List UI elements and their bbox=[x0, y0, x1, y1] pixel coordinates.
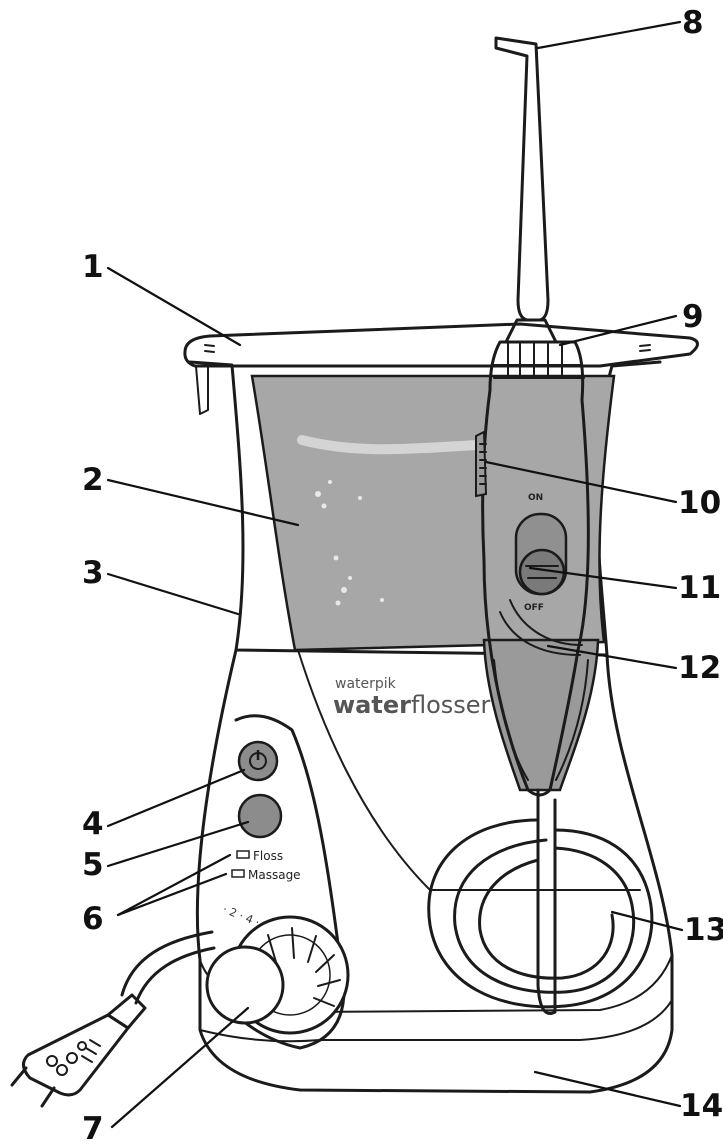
callout-labels: 1 2 3 4 5 6 7 8 9 10 11 12 13 14 bbox=[82, 5, 723, 1145]
on-label: ON bbox=[528, 493, 543, 503]
callout-1: 1 bbox=[82, 249, 104, 285]
callout-3: 3 bbox=[82, 555, 104, 591]
callout-14: 14 bbox=[680, 1088, 723, 1124]
brand-small-text: waterpik bbox=[335, 676, 397, 692]
pressure-dial[interactable]: · 2 · 4 · 6 · 8 · 10 bbox=[205, 903, 350, 1035]
flosser-handle: ON OFF bbox=[475, 340, 590, 797]
brand-large-text: waterflosser bbox=[333, 691, 491, 719]
reservoir-water bbox=[250, 374, 616, 652]
reservoir-lid bbox=[183, 322, 699, 415]
floss-mode-icon bbox=[236, 850, 250, 859]
callout-9: 9 bbox=[682, 299, 704, 335]
callout-6: 6 bbox=[82, 901, 104, 937]
base-unit: waterpik waterflosser bbox=[195, 638, 674, 1094]
brand-large-bold: water bbox=[333, 691, 411, 719]
callout-8: 8 bbox=[682, 5, 704, 41]
leader-lines bbox=[106, 20, 684, 1129]
massage-mode-icon bbox=[231, 869, 245, 878]
coiled-hose bbox=[427, 788, 654, 1015]
mode-selector[interactable]: Floss Massage bbox=[231, 849, 301, 882]
callout-10: 10 bbox=[678, 485, 721, 521]
power-button[interactable] bbox=[237, 740, 279, 782]
handle-holder bbox=[482, 638, 600, 792]
massage-mode-label: Massage bbox=[248, 868, 301, 882]
callout-4: 4 bbox=[82, 806, 104, 842]
callout-5: 5 bbox=[82, 847, 104, 883]
callout-2: 2 bbox=[82, 462, 104, 498]
callout-7: 7 bbox=[82, 1111, 104, 1145]
callout-11: 11 bbox=[678, 570, 721, 606]
floss-mode-label: Floss bbox=[253, 849, 283, 863]
off-label: OFF bbox=[524, 603, 544, 613]
pause-button[interactable] bbox=[237, 793, 283, 839]
flosser-tip bbox=[494, 36, 558, 344]
power-plug bbox=[10, 1013, 130, 1108]
callout-12: 12 bbox=[678, 650, 721, 686]
tip-release-button[interactable] bbox=[475, 430, 488, 498]
callout-13: 13 bbox=[684, 912, 723, 948]
brand-large-light: flosser bbox=[411, 691, 491, 719]
